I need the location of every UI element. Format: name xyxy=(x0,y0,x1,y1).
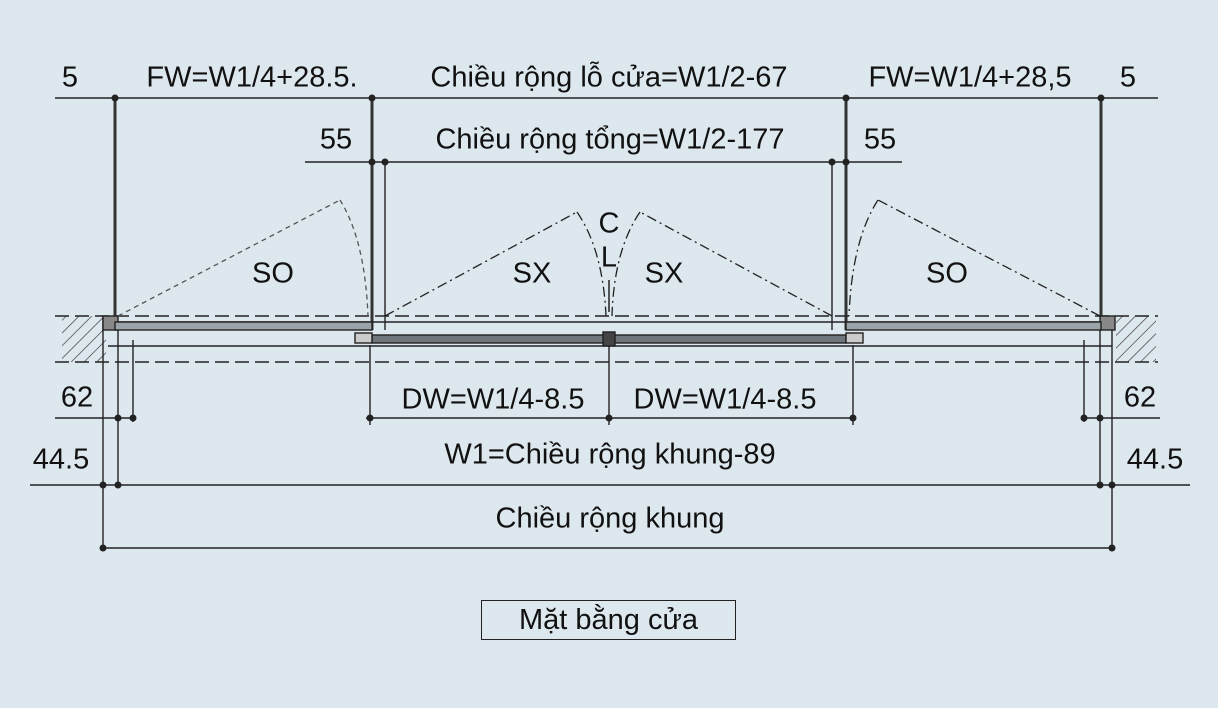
left-445-label: 44.5 xyxy=(32,443,90,476)
right-62-label: 62 xyxy=(1123,381,1157,414)
right-wall-hatch xyxy=(1116,316,1156,362)
dimension-markers xyxy=(99,94,1116,552)
so-right-label: SO xyxy=(926,257,968,290)
sx-right-label: SX xyxy=(644,257,684,290)
centerline-l-label: L xyxy=(600,241,618,274)
dw-right-label: DW=W1/4-8.5 xyxy=(633,383,817,416)
frame-posts xyxy=(113,95,1103,330)
fw-left-label: FW=W1/4+28.5. xyxy=(146,61,358,94)
left-62-label: 62 xyxy=(60,381,94,414)
center-sx-swing-left xyxy=(384,211,607,317)
left-wall-hatch xyxy=(62,316,106,362)
extension-lines xyxy=(102,160,1113,550)
left-five-label: 5 xyxy=(61,61,79,94)
frame-width-label: Chiều rộng khung xyxy=(495,502,725,535)
left-55-label: 55 xyxy=(319,123,353,156)
dw-left-label: DW=W1/4-8.5 xyxy=(401,383,585,416)
right-55-label: 55 xyxy=(863,123,897,156)
diagram-caption: Mặt bằng cửa xyxy=(481,600,736,640)
right-445-label: 44.5 xyxy=(1126,443,1184,476)
fw-right-label: FW=W1/4+28,5 xyxy=(868,61,1072,94)
center-sx-swing-right xyxy=(611,211,833,317)
door-sill xyxy=(55,315,1158,363)
right-five-label: 5 xyxy=(1119,61,1137,94)
w1-label: W1=Chiều rộng khung-89 xyxy=(444,438,776,471)
opening-width-label: Chiều rộng lỗ cửa=W1/2-67 xyxy=(430,61,788,94)
total-width-label: Chiều rộng tổng=W1/2-177 xyxy=(435,123,785,156)
right-so-swing xyxy=(848,199,1101,317)
centerline-c-label: C xyxy=(598,207,620,240)
opening-dimension-line xyxy=(55,97,1158,163)
left-so-swing xyxy=(117,199,369,317)
so-left-label: SO xyxy=(252,257,294,290)
sx-left-label: SX xyxy=(512,257,552,290)
